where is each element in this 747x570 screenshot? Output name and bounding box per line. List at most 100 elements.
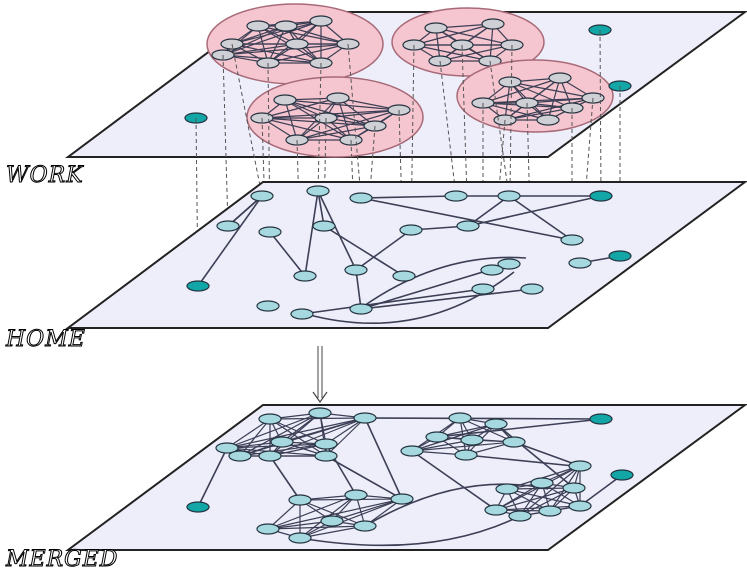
merged-node [568, 500, 592, 512]
merged-cluster-edge [519, 465, 581, 517]
work-cluster-edge [222, 43, 298, 56]
merged-edge [513, 441, 581, 467]
work-cluster-edge [222, 43, 349, 56]
merged-cluster-edge [226, 412, 321, 449]
merged-node [270, 436, 294, 448]
work-cluster-edge [231, 20, 322, 45]
work-node [326, 92, 350, 104]
merged-node [258, 413, 282, 425]
home-edge [301, 288, 484, 315]
merged-node [390, 493, 414, 505]
merged-cluster-edge [267, 498, 403, 530]
merged-edge [411, 450, 497, 511]
home-edge [355, 229, 412, 271]
work-node [548, 72, 572, 84]
merged-cluster-edge [226, 418, 271, 449]
merged-cluster-edge [226, 417, 366, 449]
merged-node [308, 407, 332, 419]
merged-node [258, 450, 282, 462]
interlayer-connector [317, 62, 322, 192]
plane-home [64, 181, 747, 329]
merged-node [508, 510, 532, 522]
work-cluster-edge [267, 25, 287, 64]
work-cluster-edge [296, 109, 400, 141]
work-cluster-edge [504, 97, 594, 121]
merged-cluster-edge [495, 487, 575, 511]
work-cluster-edge [231, 43, 322, 64]
home-node [349, 303, 373, 315]
merged-node [562, 482, 586, 494]
merge-arrow-head [312, 391, 328, 404]
work-cluster-edge [296, 125, 376, 141]
work-node [424, 22, 448, 34]
interlayer-connector [231, 43, 263, 197]
work-cluster-edge [261, 97, 339, 119]
merged-node [589, 413, 613, 425]
merged-edge [364, 417, 602, 420]
home-edge [317, 190, 325, 227]
work-cluster-edge [504, 107, 573, 121]
merged-node [425, 431, 449, 443]
home-edge [360, 197, 573, 241]
merged-node [530, 477, 554, 489]
work-cluster [456, 59, 614, 133]
merged-cluster-edge [519, 487, 575, 517]
home-node [293, 270, 317, 282]
home-edge [269, 231, 306, 277]
merged-node [314, 438, 338, 450]
work-node [481, 18, 505, 30]
work-node [274, 20, 298, 32]
merged-edge [465, 454, 575, 467]
merged-cluster-edge [239, 443, 327, 457]
merged-node [502, 436, 526, 448]
merged-node [460, 434, 484, 446]
merged-node [454, 449, 478, 461]
merged-node [353, 412, 377, 424]
work-cluster-edge [284, 99, 400, 111]
home-edge [360, 256, 527, 309]
home-edge [227, 195, 263, 227]
merged-node [215, 442, 239, 454]
home-node [344, 264, 368, 276]
home-node [480, 264, 504, 276]
merged-node [288, 532, 312, 544]
merged-node [314, 450, 338, 462]
merged-node [538, 505, 562, 517]
home-edge [467, 195, 602, 227]
merged-node [288, 494, 312, 506]
merged-edge [197, 447, 228, 508]
merged-edge [299, 515, 521, 547]
merged-cluster-edge [411, 441, 515, 452]
work-node [285, 38, 309, 50]
merged-node [495, 483, 519, 495]
merged-node [256, 523, 280, 535]
work-node [246, 20, 270, 32]
work-node [309, 15, 333, 27]
work-cluster-edge [509, 81, 594, 99]
work-cluster-edge [337, 97, 352, 141]
work-cluster-edge [504, 81, 511, 121]
merged-cluster-edge [411, 423, 497, 452]
work-cluster-edge [325, 109, 400, 119]
merged-cluster-edge [267, 494, 357, 530]
merged-cluster-edge [269, 412, 321, 457]
home-node [608, 250, 632, 262]
home-node [456, 220, 480, 232]
merged-node [448, 412, 472, 424]
home-edge [197, 195, 263, 287]
merged-cluster-edge [495, 505, 581, 511]
merged-cluster-edge [299, 498, 403, 539]
home-node [560, 234, 584, 246]
merged-node [186, 501, 210, 513]
work-cluster-edge [413, 23, 494, 46]
home-node [216, 220, 240, 232]
merged-cluster-edge [506, 488, 581, 507]
work-node [536, 114, 560, 126]
merged-node [484, 504, 508, 516]
plane-merged [64, 404, 747, 551]
layer-label-merged: MERGED [5, 547, 118, 570]
home-edge [323, 225, 405, 277]
layer-label-work: WORK [6, 163, 84, 188]
merged-cluster-edge [325, 417, 366, 457]
